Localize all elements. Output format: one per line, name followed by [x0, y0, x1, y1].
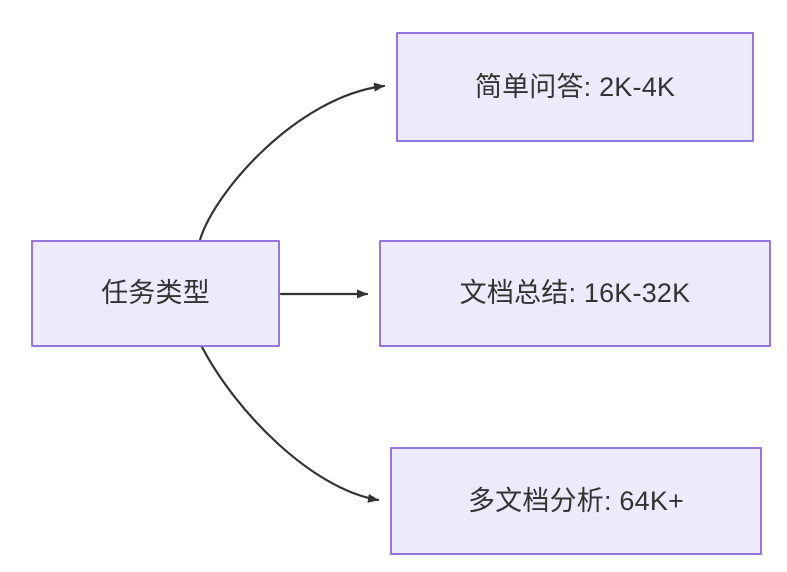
node-task-type[interactable]: 任务类型 [31, 240, 280, 347]
node-label: 多文档分析: 64K+ [467, 485, 684, 516]
node-multi-doc[interactable]: 多文档分析: 64K+ [390, 447, 762, 555]
node-label: 简单问答: 2K-4K [474, 71, 676, 102]
node-label: 任务类型 [101, 278, 210, 309]
node-label: 文档总结: 16K-32K [459, 278, 691, 309]
node-doc-summary[interactable]: 文档总结: 16K-32K [379, 240, 771, 347]
node-simple-qa[interactable]: 简单问答: 2K-4K [396, 32, 754, 142]
edge-source-to-simple-qa [198, 82, 386, 242]
edge-source-to-multi-doc [200, 345, 380, 503]
